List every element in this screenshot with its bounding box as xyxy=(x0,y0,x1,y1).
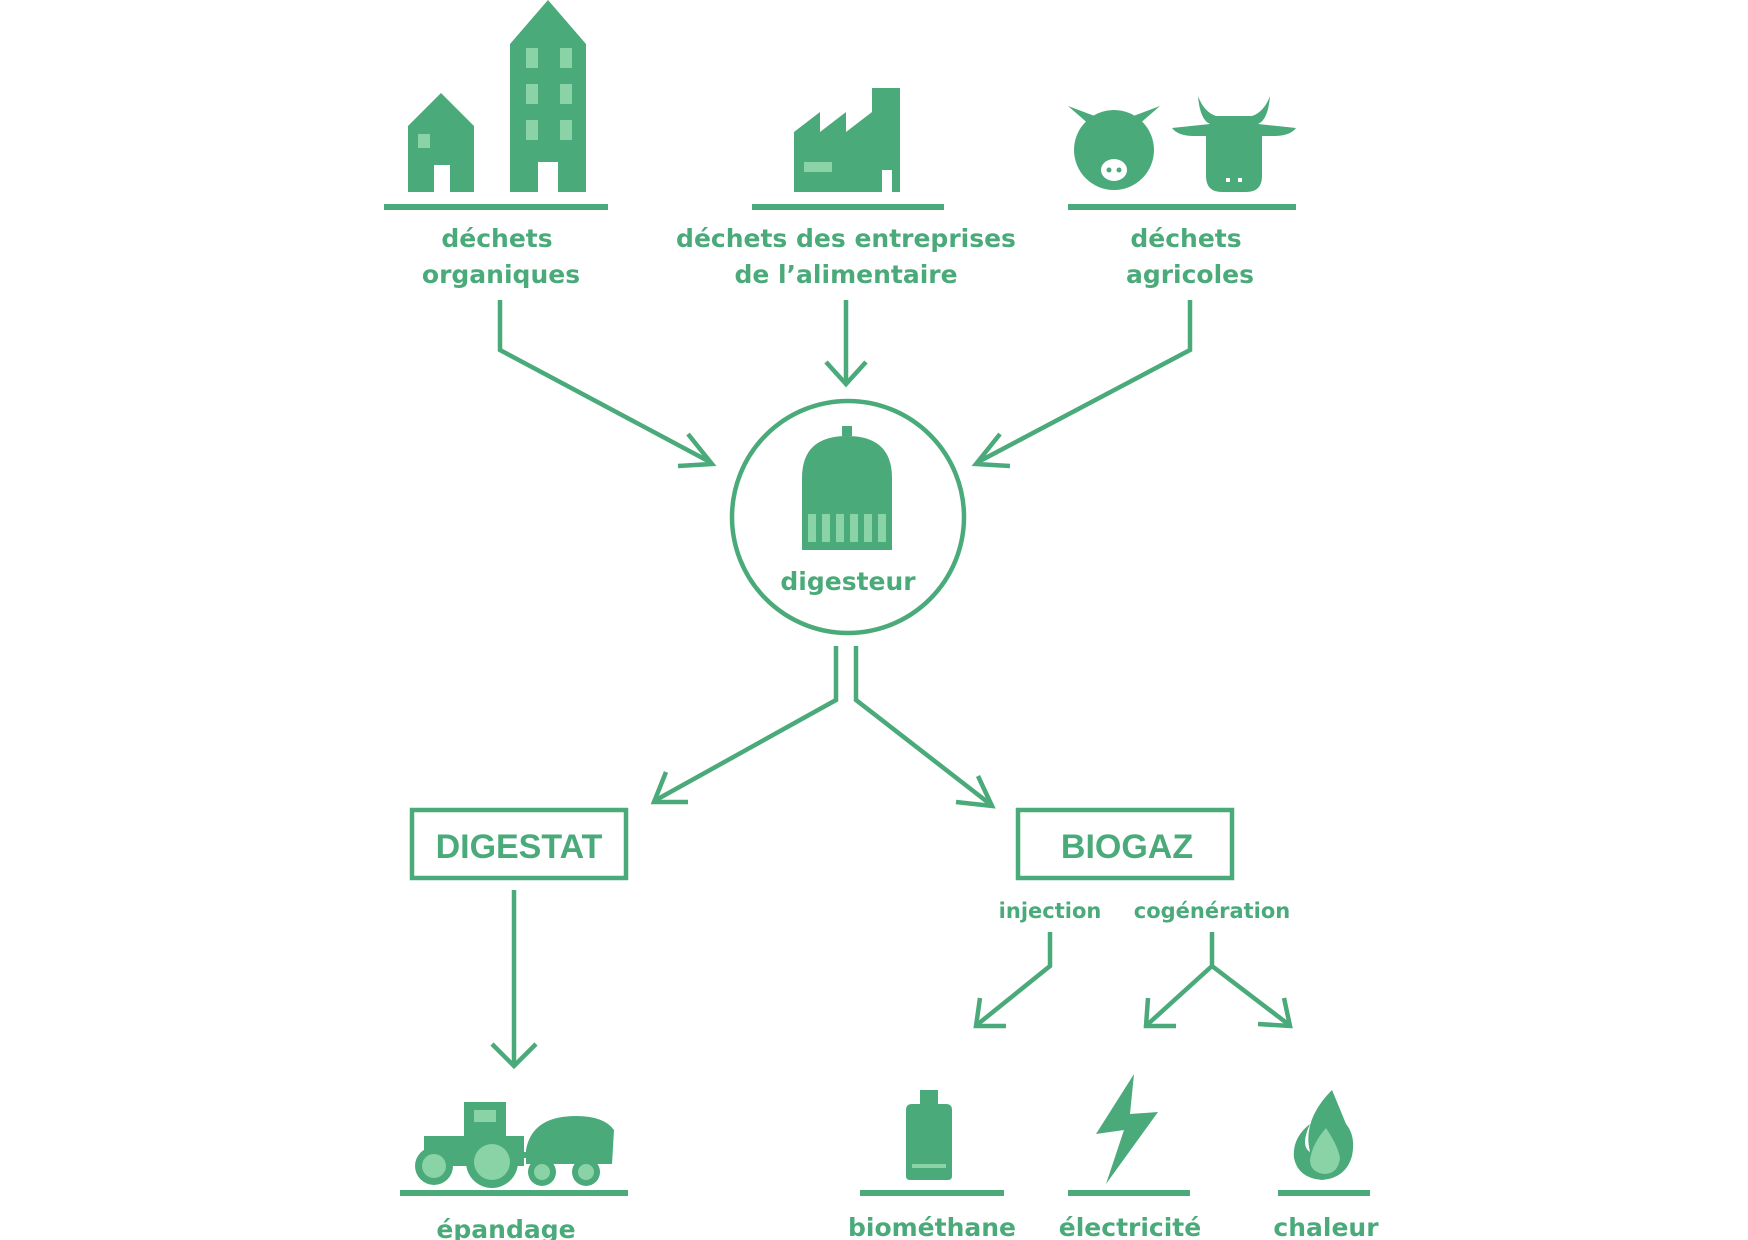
flame-icon xyxy=(1293,1090,1354,1180)
source-label-agri-line1: déchets xyxy=(1130,224,1241,253)
branch-cogeneration-label: cogénération xyxy=(1134,899,1291,923)
digestat-label: DIGESTAT xyxy=(436,828,603,866)
product-label-heat: chaleur xyxy=(1273,1213,1379,1240)
gas-bottle-icon xyxy=(906,1090,952,1180)
factory-icon xyxy=(794,88,900,192)
product-label-spreading: épandage xyxy=(436,1215,575,1240)
arrow-to-spreading xyxy=(490,890,538,1070)
farm-animals-icon xyxy=(1068,96,1296,192)
arrow-right-to-digester xyxy=(971,300,1193,469)
ground-line xyxy=(752,204,944,210)
arrow-middle-to-digester xyxy=(824,300,868,388)
branch-injection-label: injection xyxy=(999,899,1102,923)
source-label-agri-line2: agricoles xyxy=(1126,260,1254,289)
source-label-food-line2: de l’alimentaire xyxy=(734,260,957,289)
ground-line xyxy=(400,1190,628,1196)
ground-line xyxy=(1278,1190,1370,1196)
biogaz-label: BIOGAZ xyxy=(1061,828,1193,866)
source-label-organic-line1: déchets xyxy=(441,224,552,253)
ground-line xyxy=(860,1190,1004,1196)
lightning-icon xyxy=(1096,1074,1158,1184)
arrow-cogeneration-split xyxy=(1143,932,1293,1029)
ground-line xyxy=(384,204,608,210)
product-label-electricity: électricité xyxy=(1059,1213,1201,1240)
arrow-injection-to-biomethane xyxy=(973,932,1053,1029)
arrow-left-to-digester xyxy=(497,300,717,469)
ground-line xyxy=(1068,1190,1190,1196)
buildings-icon xyxy=(408,0,586,192)
source-label-food-line1: déchets des entreprises xyxy=(676,224,1016,253)
arrow-to-digestat xyxy=(650,646,839,805)
digester-tank-icon xyxy=(802,426,892,550)
ground-line xyxy=(1068,204,1296,210)
source-label-organic-line2: organiques xyxy=(422,260,580,289)
tractor-icon xyxy=(415,1102,614,1188)
arrow-to-biogaz xyxy=(853,646,996,809)
digester-circle xyxy=(729,398,967,636)
digester-label: digesteur xyxy=(780,567,916,596)
product-label-biomethane: biométhane xyxy=(848,1213,1016,1240)
biogaz-box xyxy=(1015,807,1235,881)
digestat-box xyxy=(409,807,629,881)
